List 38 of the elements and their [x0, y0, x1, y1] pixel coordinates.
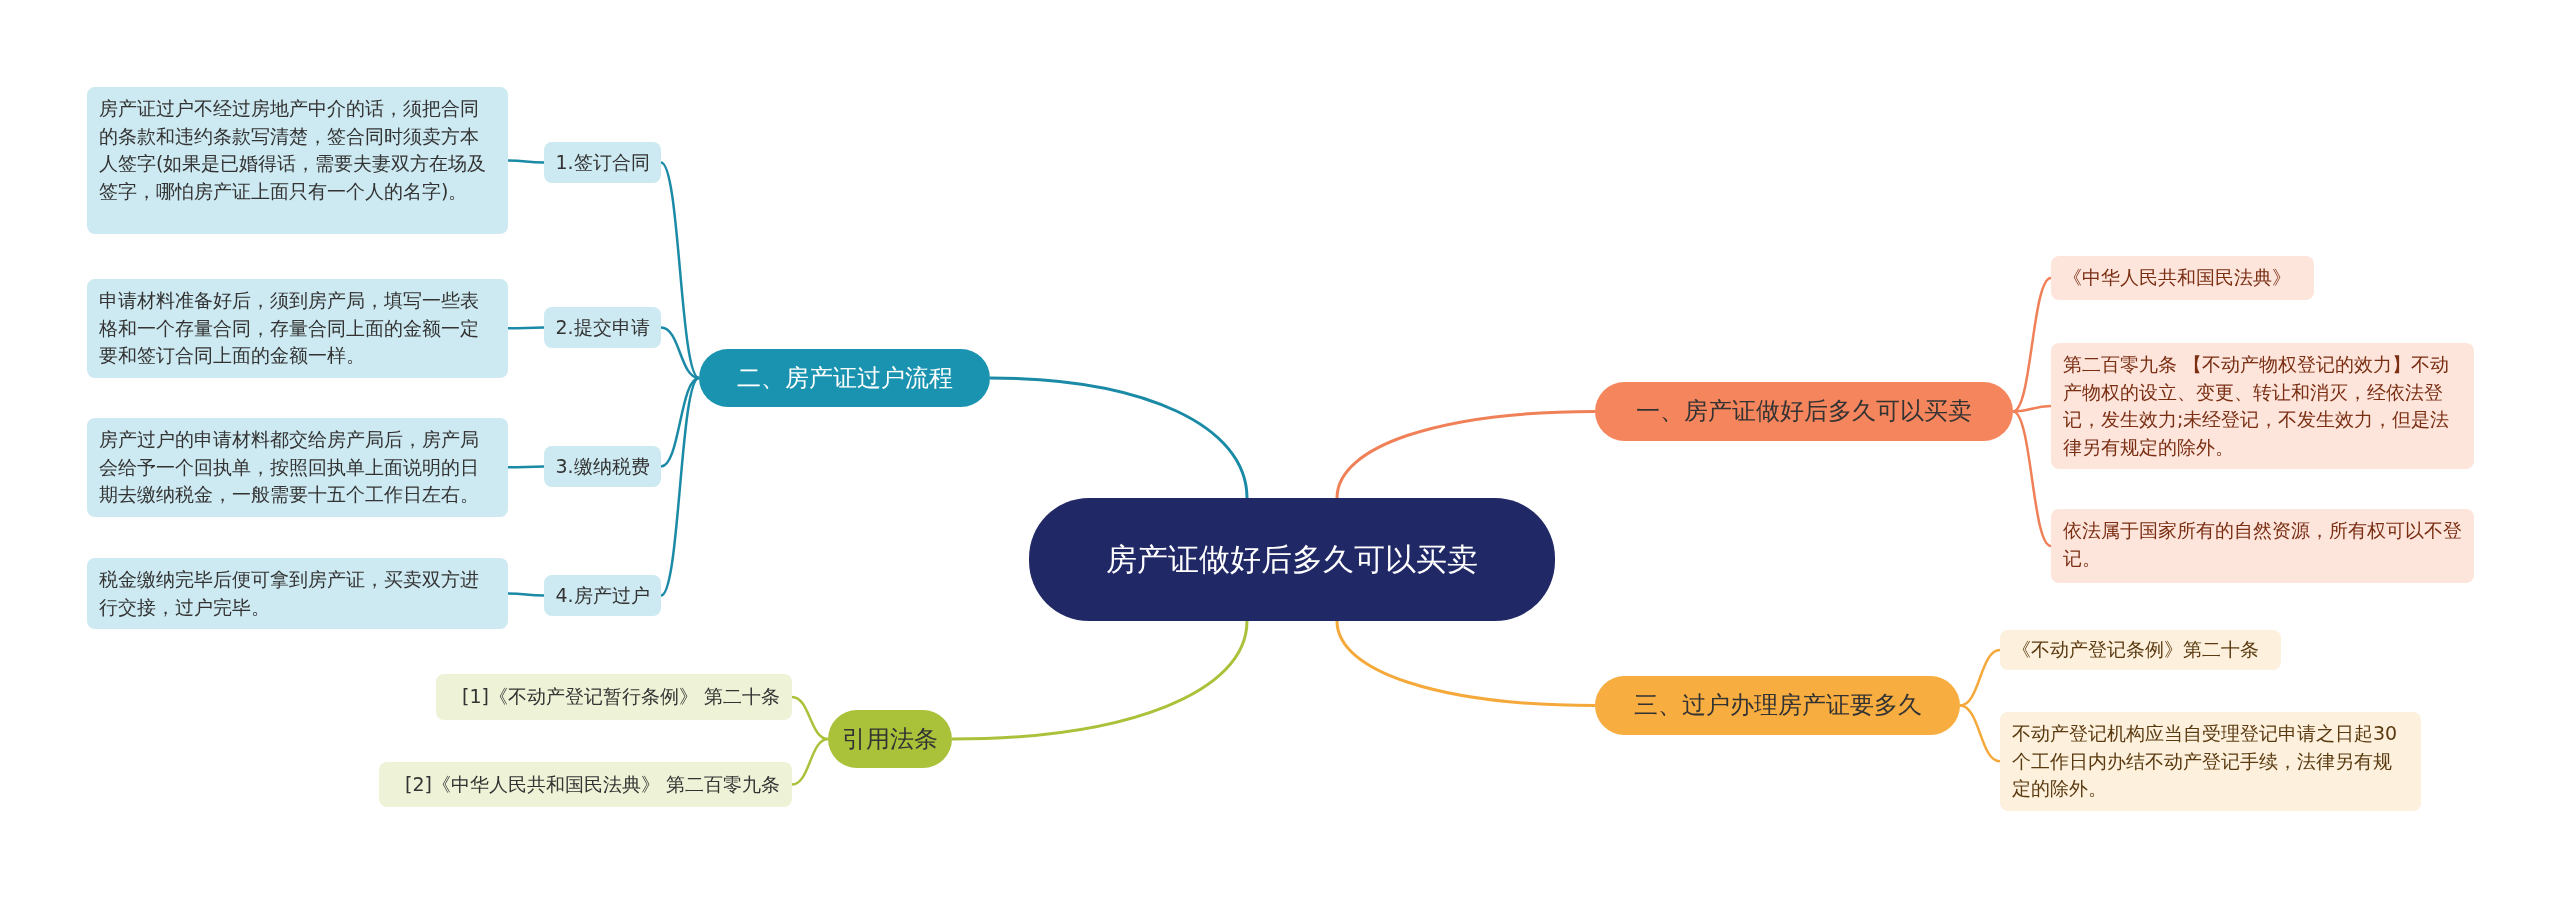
connector-line — [1335, 410, 1596, 499]
connector-line — [1959, 704, 2001, 763]
subtopic: 1.签订合同 — [544, 142, 661, 183]
connector-line — [508, 592, 544, 597]
subtopic: 4.房产过户 — [544, 575, 661, 616]
subtopic: 2.提交申请 — [544, 307, 661, 348]
connector-line — [508, 159, 544, 164]
connector-line — [2012, 410, 2052, 548]
branch-topic: 二、房产证过户流程 — [699, 349, 990, 407]
detail-note: 依法属于国家所有的自然资源，所有权可以不登记。 — [2051, 509, 2474, 583]
central-topic: 房产证做好后多久可以买卖 — [1029, 498, 1555, 621]
detail-note: 税金缴纳完毕后便可拿到房产证，买卖双方进行交接，过户完毕。 — [87, 558, 508, 630]
connector-line — [2012, 276, 2052, 413]
connector-line — [508, 465, 544, 469]
subtopic: 3.缴纳税费 — [544, 446, 661, 487]
reference-item: [2]《中华人民共和国民法典》 第二百零九条 — [379, 762, 792, 807]
detail-note: 申请材料准备好后，须到房产局，填写一些表格和一个存量合同，存量合同上面的金额一定要和签订合同上面的金额一样。 — [87, 279, 508, 378]
connector-line — [951, 620, 1249, 741]
connector-line — [1959, 648, 2001, 707]
reference-item: [1]《不动产登记暂行条例》 第二十条 — [436, 674, 792, 720]
detail-note: 房产过户的申请材料都交给房产局后，房产局会给予一个回执单，按照回执单上面说明的日期去缴纳税金，一般需要十五个工作日左右。 — [87, 418, 508, 517]
connector-line — [660, 376, 700, 468]
detail-note: 第二百零九条 【不动产物权登记的效力】不动产物权的设立、变更、转让和消灭，经依法登记，发生效力;未经登记，不发生效力，但是法律另有规定的除外。 — [2051, 343, 2474, 470]
branch-topic: 引用法条 — [828, 710, 952, 768]
detail-note: 房产证过户不经过房地产中介的话，须把合同的条款和违约条款写清楚，签合同时须卖方本人签字(如果是已婚得话，需要夫妻双方在场及签字，哪怕房产证上面只有一个人的名字)。 — [87, 87, 508, 234]
connector-line — [791, 737, 829, 786]
connector-line — [791, 695, 829, 741]
connector-line — [660, 377, 700, 597]
connector-line — [508, 326, 544, 330]
subtopic: 《不动产登记条例》第二十条 — [2000, 630, 2281, 670]
detail-note: 不动产登记机构应当自受理登记申请之日起30个工作日内办结不动产登记手续，法律另有规定的除外。 — [2000, 712, 2421, 811]
branch-topic: 三、过户办理房产证要多久 — [1595, 676, 1960, 735]
connector-line — [989, 376, 1249, 499]
connector-line — [1335, 620, 1596, 707]
connector-line — [660, 161, 700, 379]
branch-topic: 一、房产证做好后多久可以买卖 — [1595, 382, 2013, 441]
connector-line — [660, 326, 700, 380]
subtopic: 《中华人民共和国民法典》 — [2051, 256, 2314, 300]
